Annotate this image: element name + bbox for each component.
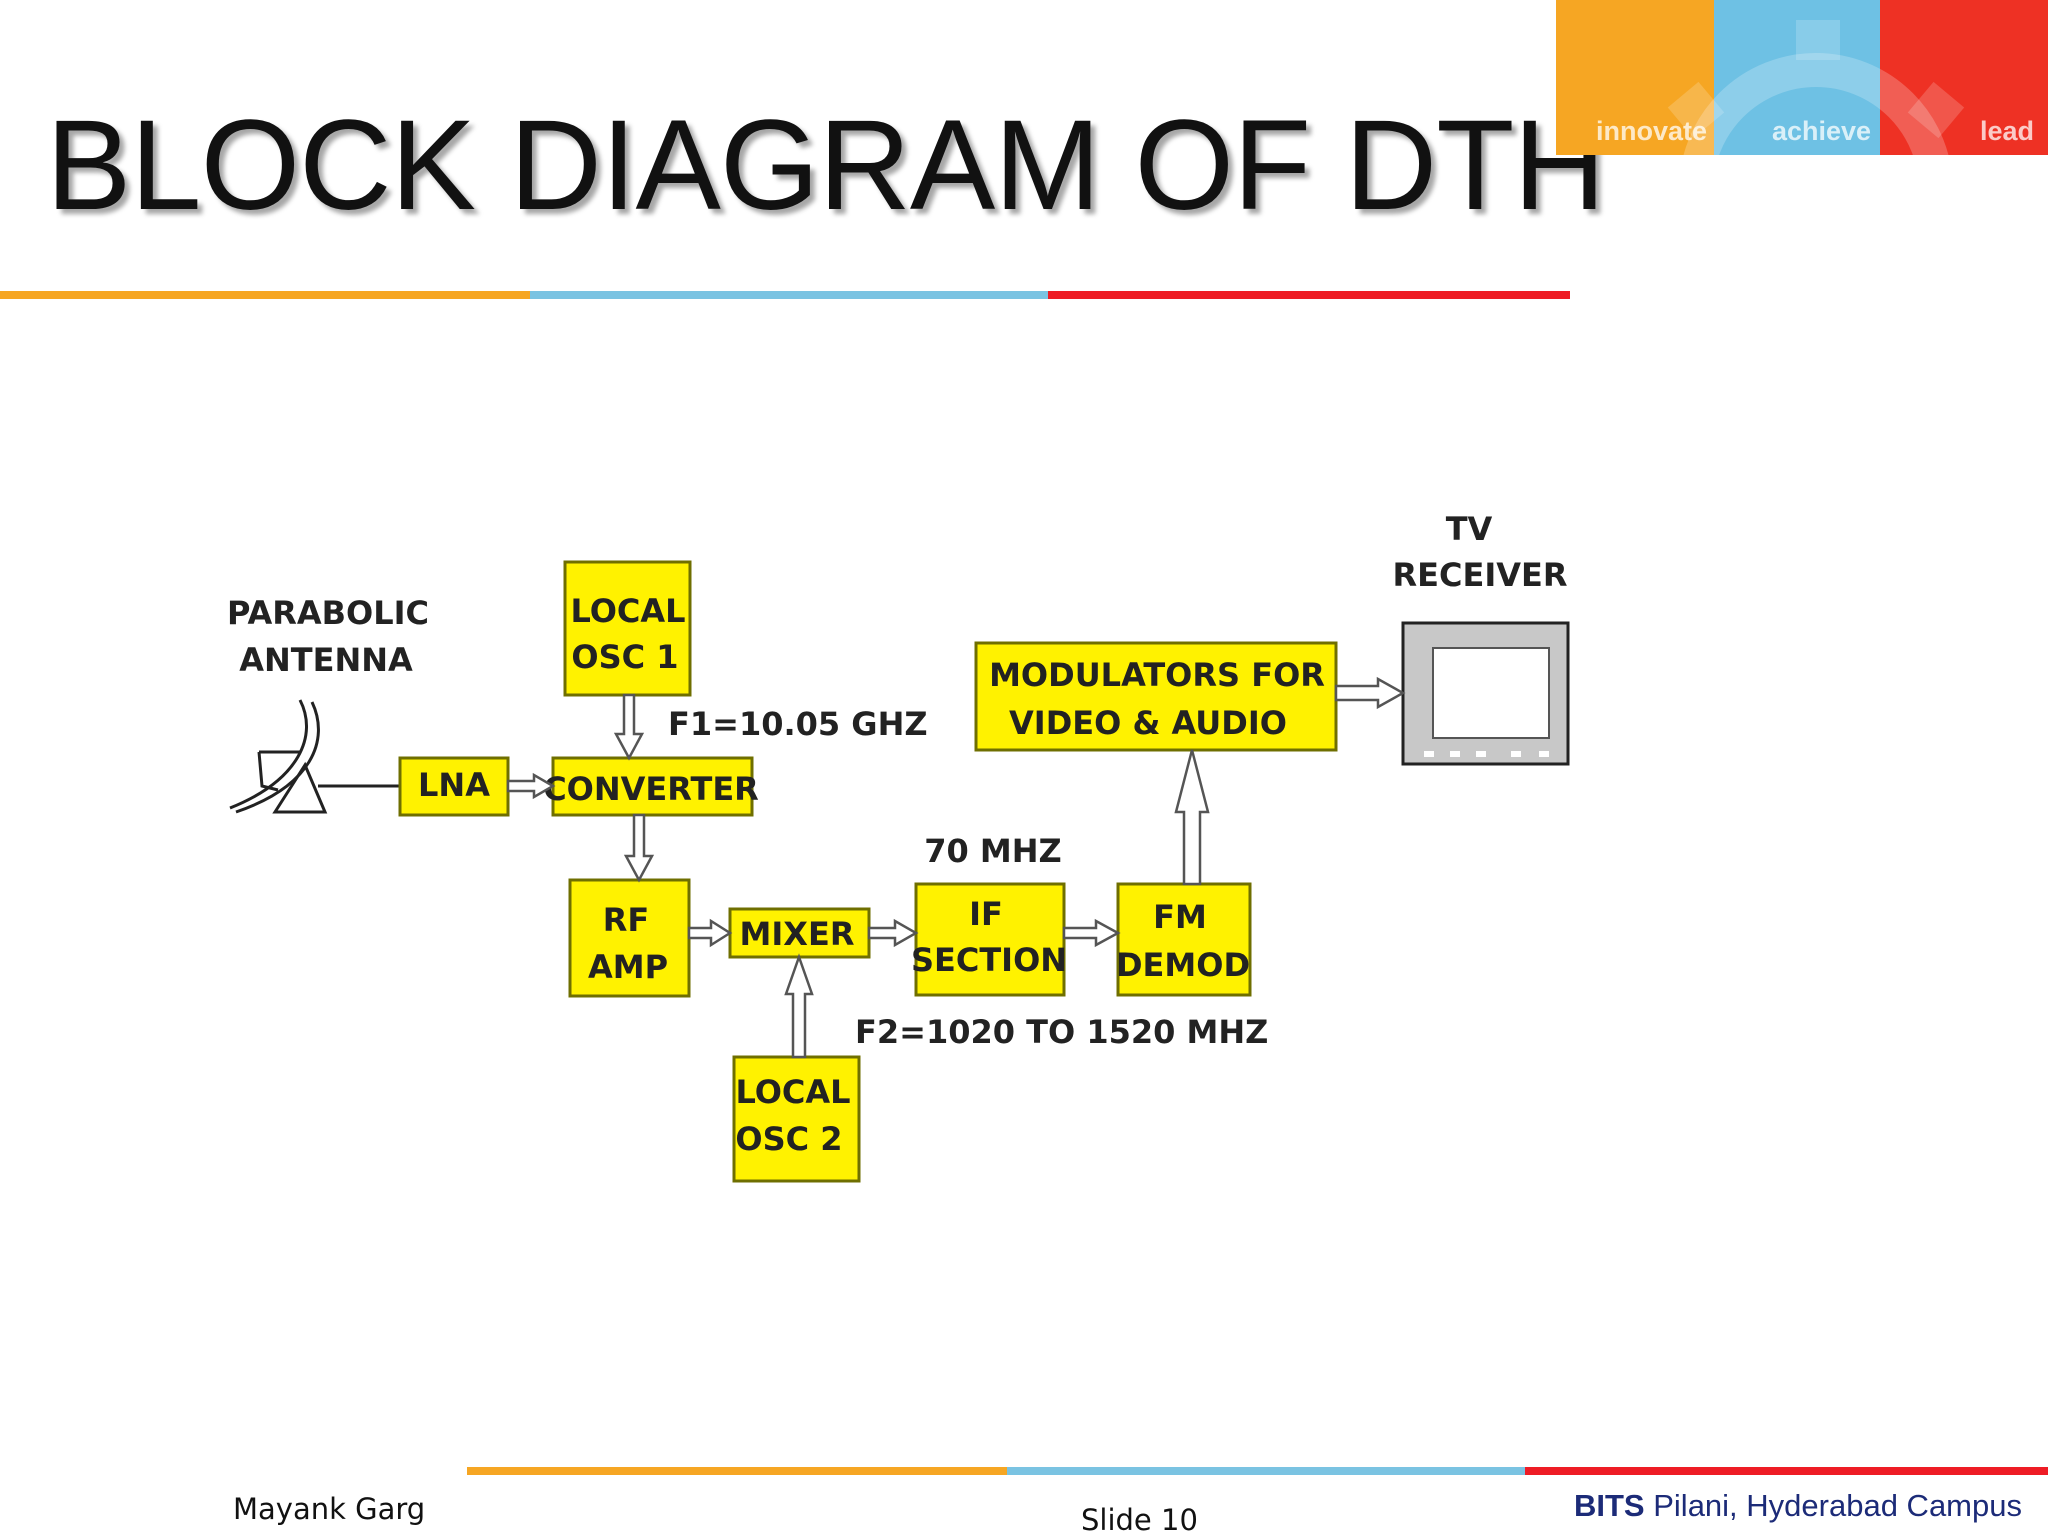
arrow-fmdemod-modulators — [1174, 749, 1210, 886]
arrow-mixer-if — [867, 918, 919, 948]
footer-campus: BITS Pilani, Hyderabad Campus — [1574, 1488, 2022, 1524]
modulators-label-line-1: MODULATORS FOR — [989, 656, 1325, 694]
gear-watermark-icon — [1667, 20, 1965, 155]
if-section-label-line-2: SECTION — [911, 941, 1067, 979]
antenna-label-line-2: ANTENNA — [239, 641, 413, 679]
arrow-osc2-mixer — [784, 953, 814, 1059]
tv-label-line-1: TV — [1446, 510, 1493, 548]
f2-frequency-label: F2=1020 TO 1520 MHZ — [855, 1013, 1268, 1051]
footer-campus-rest: Pilani, Hyderabad Campus — [1644, 1488, 2022, 1523]
arrow-lna-converter — [506, 772, 556, 800]
arrow-osc1-converter — [613, 693, 645, 761]
tv-receiver-icon — [1401, 621, 1570, 766]
footer-slide-number: Slide 10 — [1081, 1503, 1198, 1537]
fm-demod-block — [1116, 882, 1252, 997]
rf-amp-label-line-2: AMP — [588, 948, 668, 986]
converter-label: CONVERTER — [543, 770, 759, 808]
converter-block — [551, 756, 754, 817]
footer-rule-blue — [1007, 1467, 1525, 1475]
tv-label-line-2: RECEIVER — [1392, 556, 1567, 594]
local-osc-1-label-line-1: LOCAL — [570, 592, 685, 630]
brand-segment-lead: lead — [1880, 0, 2048, 155]
local-osc-2-label-line-2: OSC 2 — [735, 1120, 842, 1158]
local-osc-2-label-line-1: LOCAL — [735, 1073, 850, 1111]
footer-rule-orange — [467, 1467, 1007, 1475]
lna-label: LNA — [418, 766, 490, 804]
footer-campus-bold: BITS — [1574, 1488, 1645, 1523]
slide-title: BLOCK DIAGRAM OF DTH — [46, 94, 1606, 237]
brand-segment-innovate: innovate — [1556, 0, 1714, 155]
rf-amp-block — [568, 878, 691, 998]
header-rule-red — [1048, 291, 1570, 299]
signal-arrows — [506, 676, 1406, 1059]
arrow-rfamp-mixer — [687, 918, 733, 948]
brand-word-lead: lead — [1979, 116, 2034, 146]
header-rule-blue — [530, 291, 1048, 299]
brand-banner: innovate achieve lead — [1556, 0, 2048, 155]
rf-amp-label-line-1: RF — [603, 901, 650, 939]
parabolic-antenna-icon — [229, 699, 400, 814]
footer-rule-red — [1525, 1467, 2048, 1475]
brand-segment-achieve: achieve — [1714, 0, 1880, 155]
header-rule-orange — [0, 291, 530, 299]
arrow-modulators-tv — [1334, 676, 1406, 710]
f1-frequency-label: F1=10.05 GHZ — [668, 705, 928, 743]
if-section-label-line-1: IF — [969, 895, 1003, 933]
local-osc-1-label-line-2: OSC 1 — [571, 638, 678, 676]
arrow-if-fmdemod — [1062, 918, 1121, 948]
fm-demod-label-line-1: FM — [1153, 898, 1207, 936]
footer-author: Mayank Garg — [233, 1492, 426, 1526]
mixer-label: MIXER — [740, 915, 855, 953]
local-osc-1-block — [563, 560, 692, 697]
brand-word-innovate: innovate — [1596, 116, 1708, 146]
modulators-block — [974, 641, 1338, 752]
fm-demod-label-line-2: DEMOD — [1116, 946, 1250, 984]
antenna-label-line-1: PARABOLIC — [227, 594, 429, 632]
arrow-converter-rfamp — [623, 813, 655, 883]
brand-word-achieve: achieve — [1772, 116, 1872, 146]
if-section-block — [914, 882, 1066, 997]
if-frequency-label: 70 MHZ — [924, 832, 1062, 870]
modulators-label-line-2: VIDEO & AUDIO — [1009, 704, 1287, 742]
lna-block — [398, 756, 510, 817]
local-osc-2-block — [732, 1055, 861, 1183]
